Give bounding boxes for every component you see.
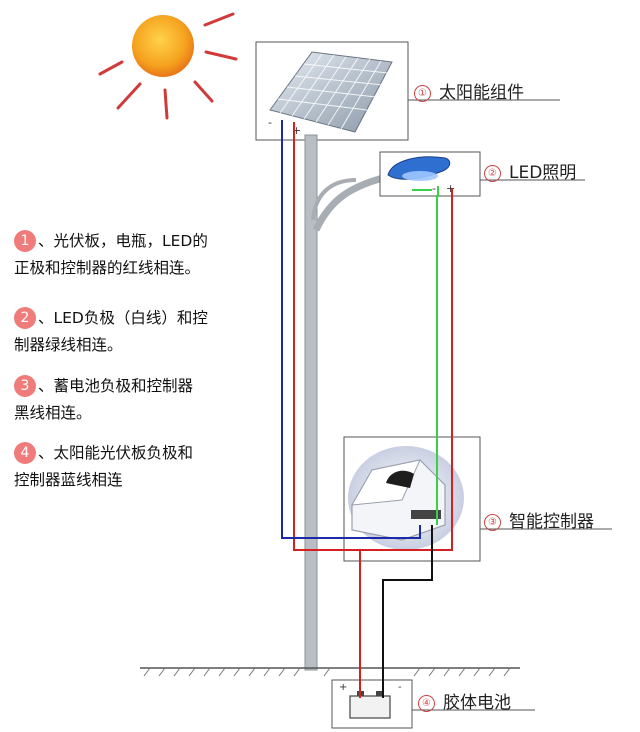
wires xyxy=(281,120,453,698)
svg-text:-: - xyxy=(398,682,402,693)
black-wire xyxy=(382,525,433,698)
note-1: 1、光伏板，电瓶，LED的 正极和控制器的红线相连。 xyxy=(14,230,208,277)
ground xyxy=(140,667,520,677)
component-number: ② xyxy=(484,165,501,182)
note-number-badge: 1 xyxy=(14,230,36,252)
led-lamp-box: - + xyxy=(379,151,481,197)
sun-icon xyxy=(98,12,238,120)
battery-box: + - xyxy=(331,679,413,729)
component-number: ③ xyxy=(484,514,501,531)
light-pole xyxy=(304,134,396,671)
red-wire-panel xyxy=(293,122,453,551)
svg-text:+: + xyxy=(292,124,301,137)
component-number: ① xyxy=(414,85,431,102)
note-3: 3、蓄电池负极和控制器 黑线相连。 xyxy=(14,375,194,422)
note-number-badge: 3 xyxy=(14,375,36,397)
note-number-badge: 4 xyxy=(14,442,36,464)
svg-text:-: - xyxy=(432,182,436,195)
controller-box xyxy=(343,436,481,562)
solar-panel-box: - + xyxy=(255,41,409,141)
svg-text:+: + xyxy=(339,682,347,693)
component-number: ④ xyxy=(418,695,435,712)
note-2: 2、LED负极（白线）和控 制器绿线相连。 xyxy=(14,307,208,354)
svg-text:-: - xyxy=(268,116,272,129)
note-4: 4、太阳能光伏板负极和 控制器蓝线相连 xyxy=(14,442,194,489)
green-wire xyxy=(436,186,439,525)
note-number-badge: 2 xyxy=(14,307,36,329)
leader-lines xyxy=(408,99,612,711)
svg-text:+: + xyxy=(446,182,455,195)
blue-wire xyxy=(281,120,421,539)
